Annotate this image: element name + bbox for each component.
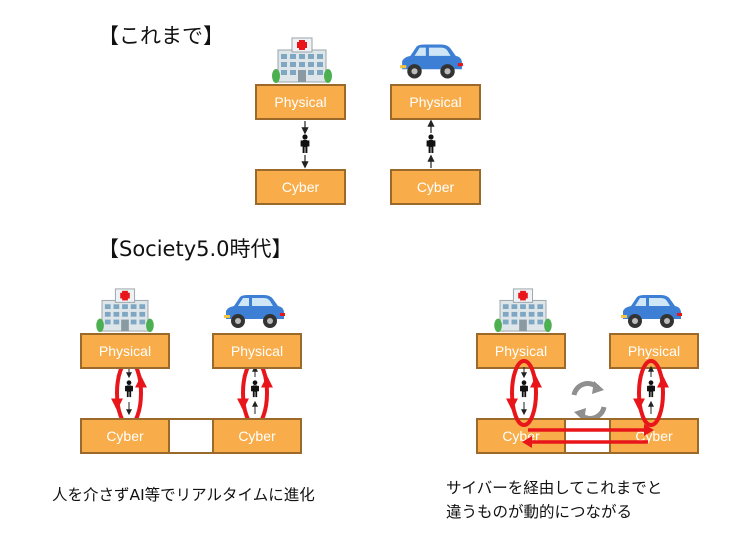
physical-box: Physical [80, 333, 170, 369]
hospital-icon [272, 37, 332, 84]
caption-right-line2: 違うものが動的につながる [446, 503, 633, 521]
hospital-icon [96, 288, 154, 333]
car-icon [621, 295, 682, 328]
heading-society5: 【Society5.0時代】 [98, 237, 293, 261]
cyber-gap [168, 418, 214, 454]
caption-right-line1: サイバーを経由してこれまでと [446, 479, 663, 497]
cyber-box: Cyber [212, 418, 302, 454]
car-icon [224, 295, 285, 328]
physical-box: Physical [390, 84, 481, 120]
person-icon [251, 380, 259, 398]
cyber-box: Cyber [80, 418, 170, 454]
cyber-box: Cyber [255, 169, 346, 205]
car-icon [400, 44, 463, 79]
physical-box: Physical [476, 333, 566, 369]
physical-box: Physical [255, 84, 346, 120]
cyber-box: Cyber [476, 418, 566, 454]
person-icon [426, 134, 436, 153]
hospital-icon [494, 288, 552, 333]
physical-box: Physical [609, 333, 699, 369]
caption-left: 人を介さずAI等でリアルタイムに進化 [52, 486, 315, 504]
person-icon [300, 134, 310, 153]
person-icon [125, 380, 133, 398]
cyber-box: Cyber [390, 169, 481, 205]
physical-box: Physical [212, 333, 302, 369]
heading-before: 【これまで】 [98, 24, 224, 48]
cyber-gap [564, 418, 611, 454]
cyber-box: Cyber [609, 418, 699, 454]
